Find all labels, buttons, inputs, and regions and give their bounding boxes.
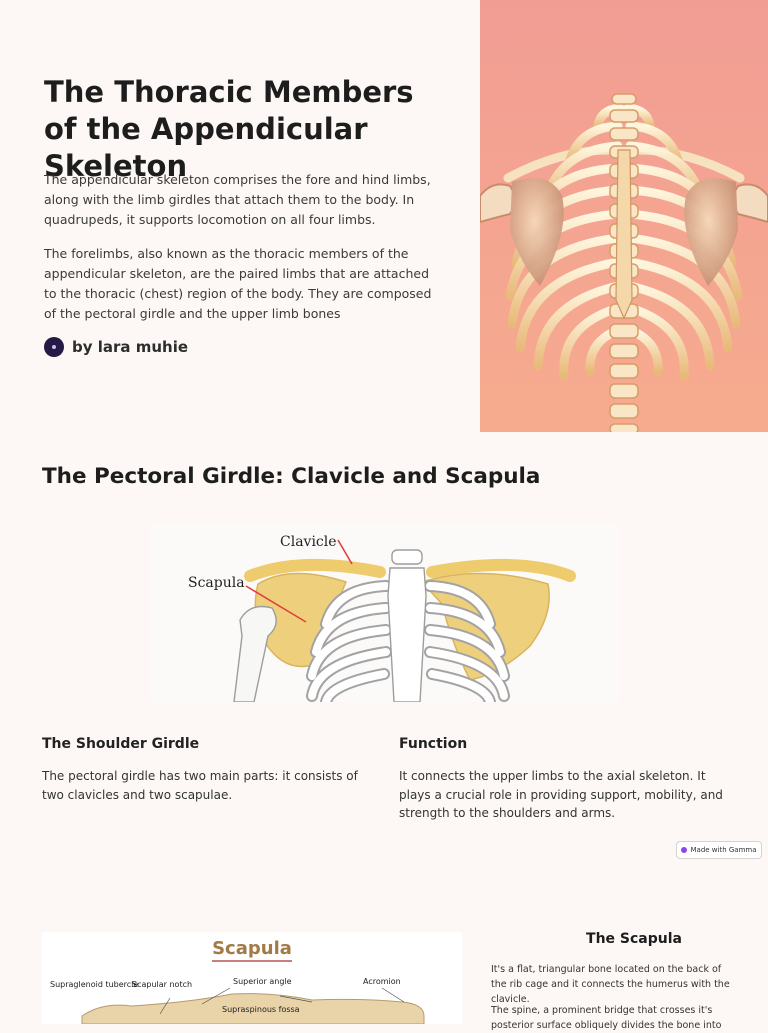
gamma-badge-label: Made with Gamma <box>690 846 757 854</box>
superior-angle-label: Superior angle <box>233 977 292 986</box>
scapula-diagram: Scapula Supraglenoid tubercle Scapular n… <box>42 932 462 1024</box>
pectoral-girdle-illustration: Clavicle Scapula <box>150 524 620 702</box>
forelimbs-paragraph: The forelimbs, also known as the thoraci… <box>44 246 432 321</box>
author-name: by lara muhie <box>72 338 189 356</box>
page-title: The Thoracic Members of the Appendicular… <box>44 75 414 183</box>
scapula-paragraph-2: The spine, a prominent bridge that cross… <box>491 1005 722 1031</box>
shoulder-girdle-title: The Shoulder Girdle <box>42 736 200 752</box>
function-text: It connects the upper limbs to the axial… <box>399 769 723 820</box>
scapula-paragraph-1: It's a flat, triangular bone located on … <box>491 964 730 1005</box>
intro-paragraph: The appendicular skeleton comprises the … <box>44 172 431 227</box>
made-with-gamma-badge[interactable]: Made with Gamma <box>676 841 762 859</box>
section-title-pectoral: The Pectoral Girdle: Clavicle and Scapul… <box>42 464 541 489</box>
gamma-logo-icon <box>681 847 688 853</box>
clavicle-label: Clavicle <box>280 534 337 550</box>
scapula-label: Scapula <box>188 575 245 591</box>
avatar <box>44 337 64 357</box>
rib-cage-illustration <box>480 0 768 432</box>
scapula-diagram-heading: Scapula <box>212 938 292 959</box>
supraspinous-label: Supraspinous fossa <box>222 1005 300 1014</box>
supraglenoid-label: Supraglenoid tubercle <box>50 980 138 989</box>
function-title: Function <box>399 736 468 752</box>
author-byline[interactable]: by lara muhie <box>44 337 188 357</box>
acromion-label: Acromion <box>363 977 401 986</box>
shoulder-girdle-text: The pectoral girdle has two main parts: … <box>42 769 358 802</box>
scapula-title: The Scapula <box>586 931 682 947</box>
scapular-notch-label: Scapular notch <box>132 980 192 989</box>
